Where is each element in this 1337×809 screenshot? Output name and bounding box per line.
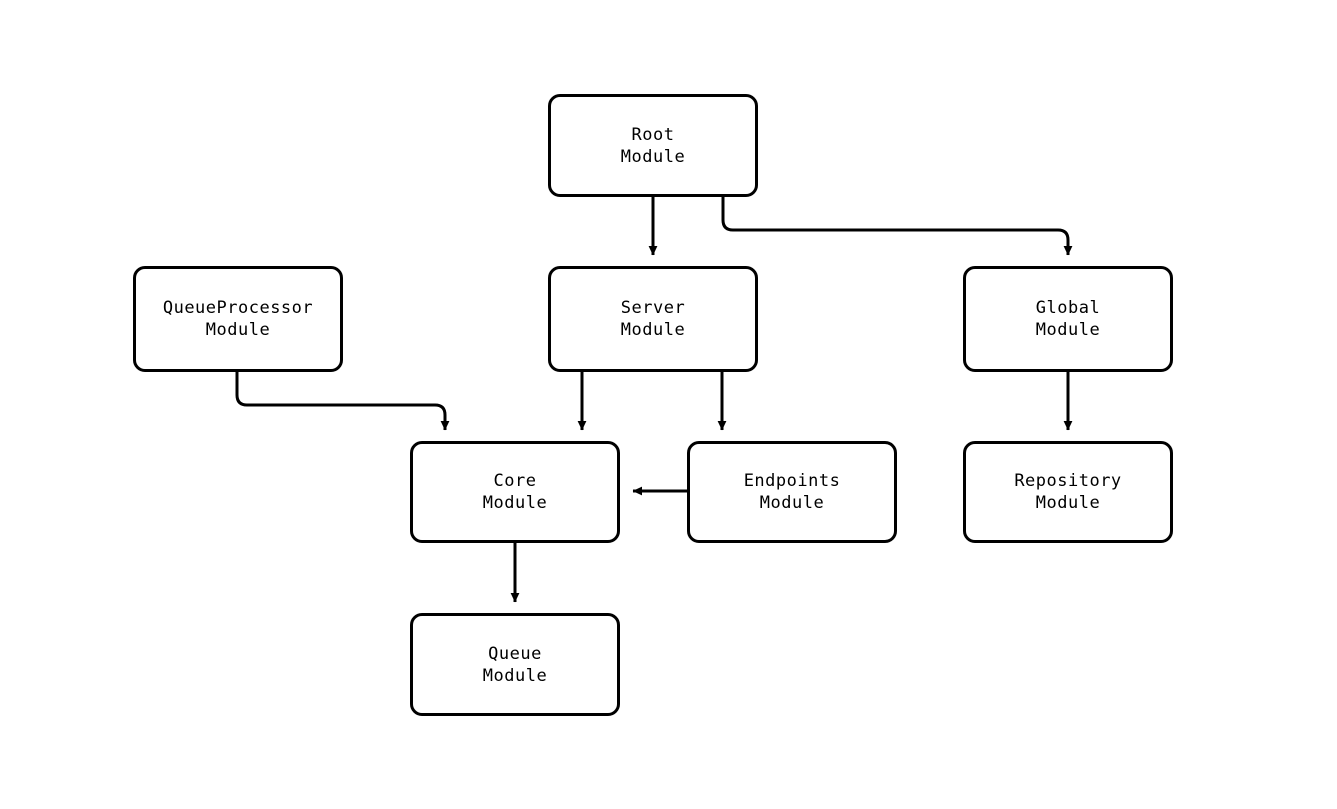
node-label-line1: Global (1035, 298, 1101, 318)
node-label-line1: Root (631, 124, 675, 145)
node-label-line1: Queue (488, 643, 542, 664)
node-label-line2: Module (205, 320, 271, 340)
node-label-line2: Module (1035, 320, 1101, 340)
node-label-line2: Module (759, 493, 825, 513)
node-label-line1: Server (620, 298, 686, 318)
node-label-line1: QueueProcessor (162, 298, 314, 318)
node-label-line1: Core (493, 471, 537, 491)
edges-group (235, 197, 1073, 603)
node-label-line2: Module (482, 493, 548, 513)
node-label-line2: Module (620, 146, 686, 167)
node-label-line2: Module (1035, 493, 1101, 513)
edge-root-to-global (721, 197, 1073, 256)
node-label-line2: Module (620, 320, 686, 340)
node-label-line1: Repository (1014, 471, 1122, 491)
node-label-line2: Module (482, 665, 548, 686)
node-label-line1: Endpoints (743, 471, 841, 491)
edge-queueprocessor-to-core (235, 372, 450, 431)
